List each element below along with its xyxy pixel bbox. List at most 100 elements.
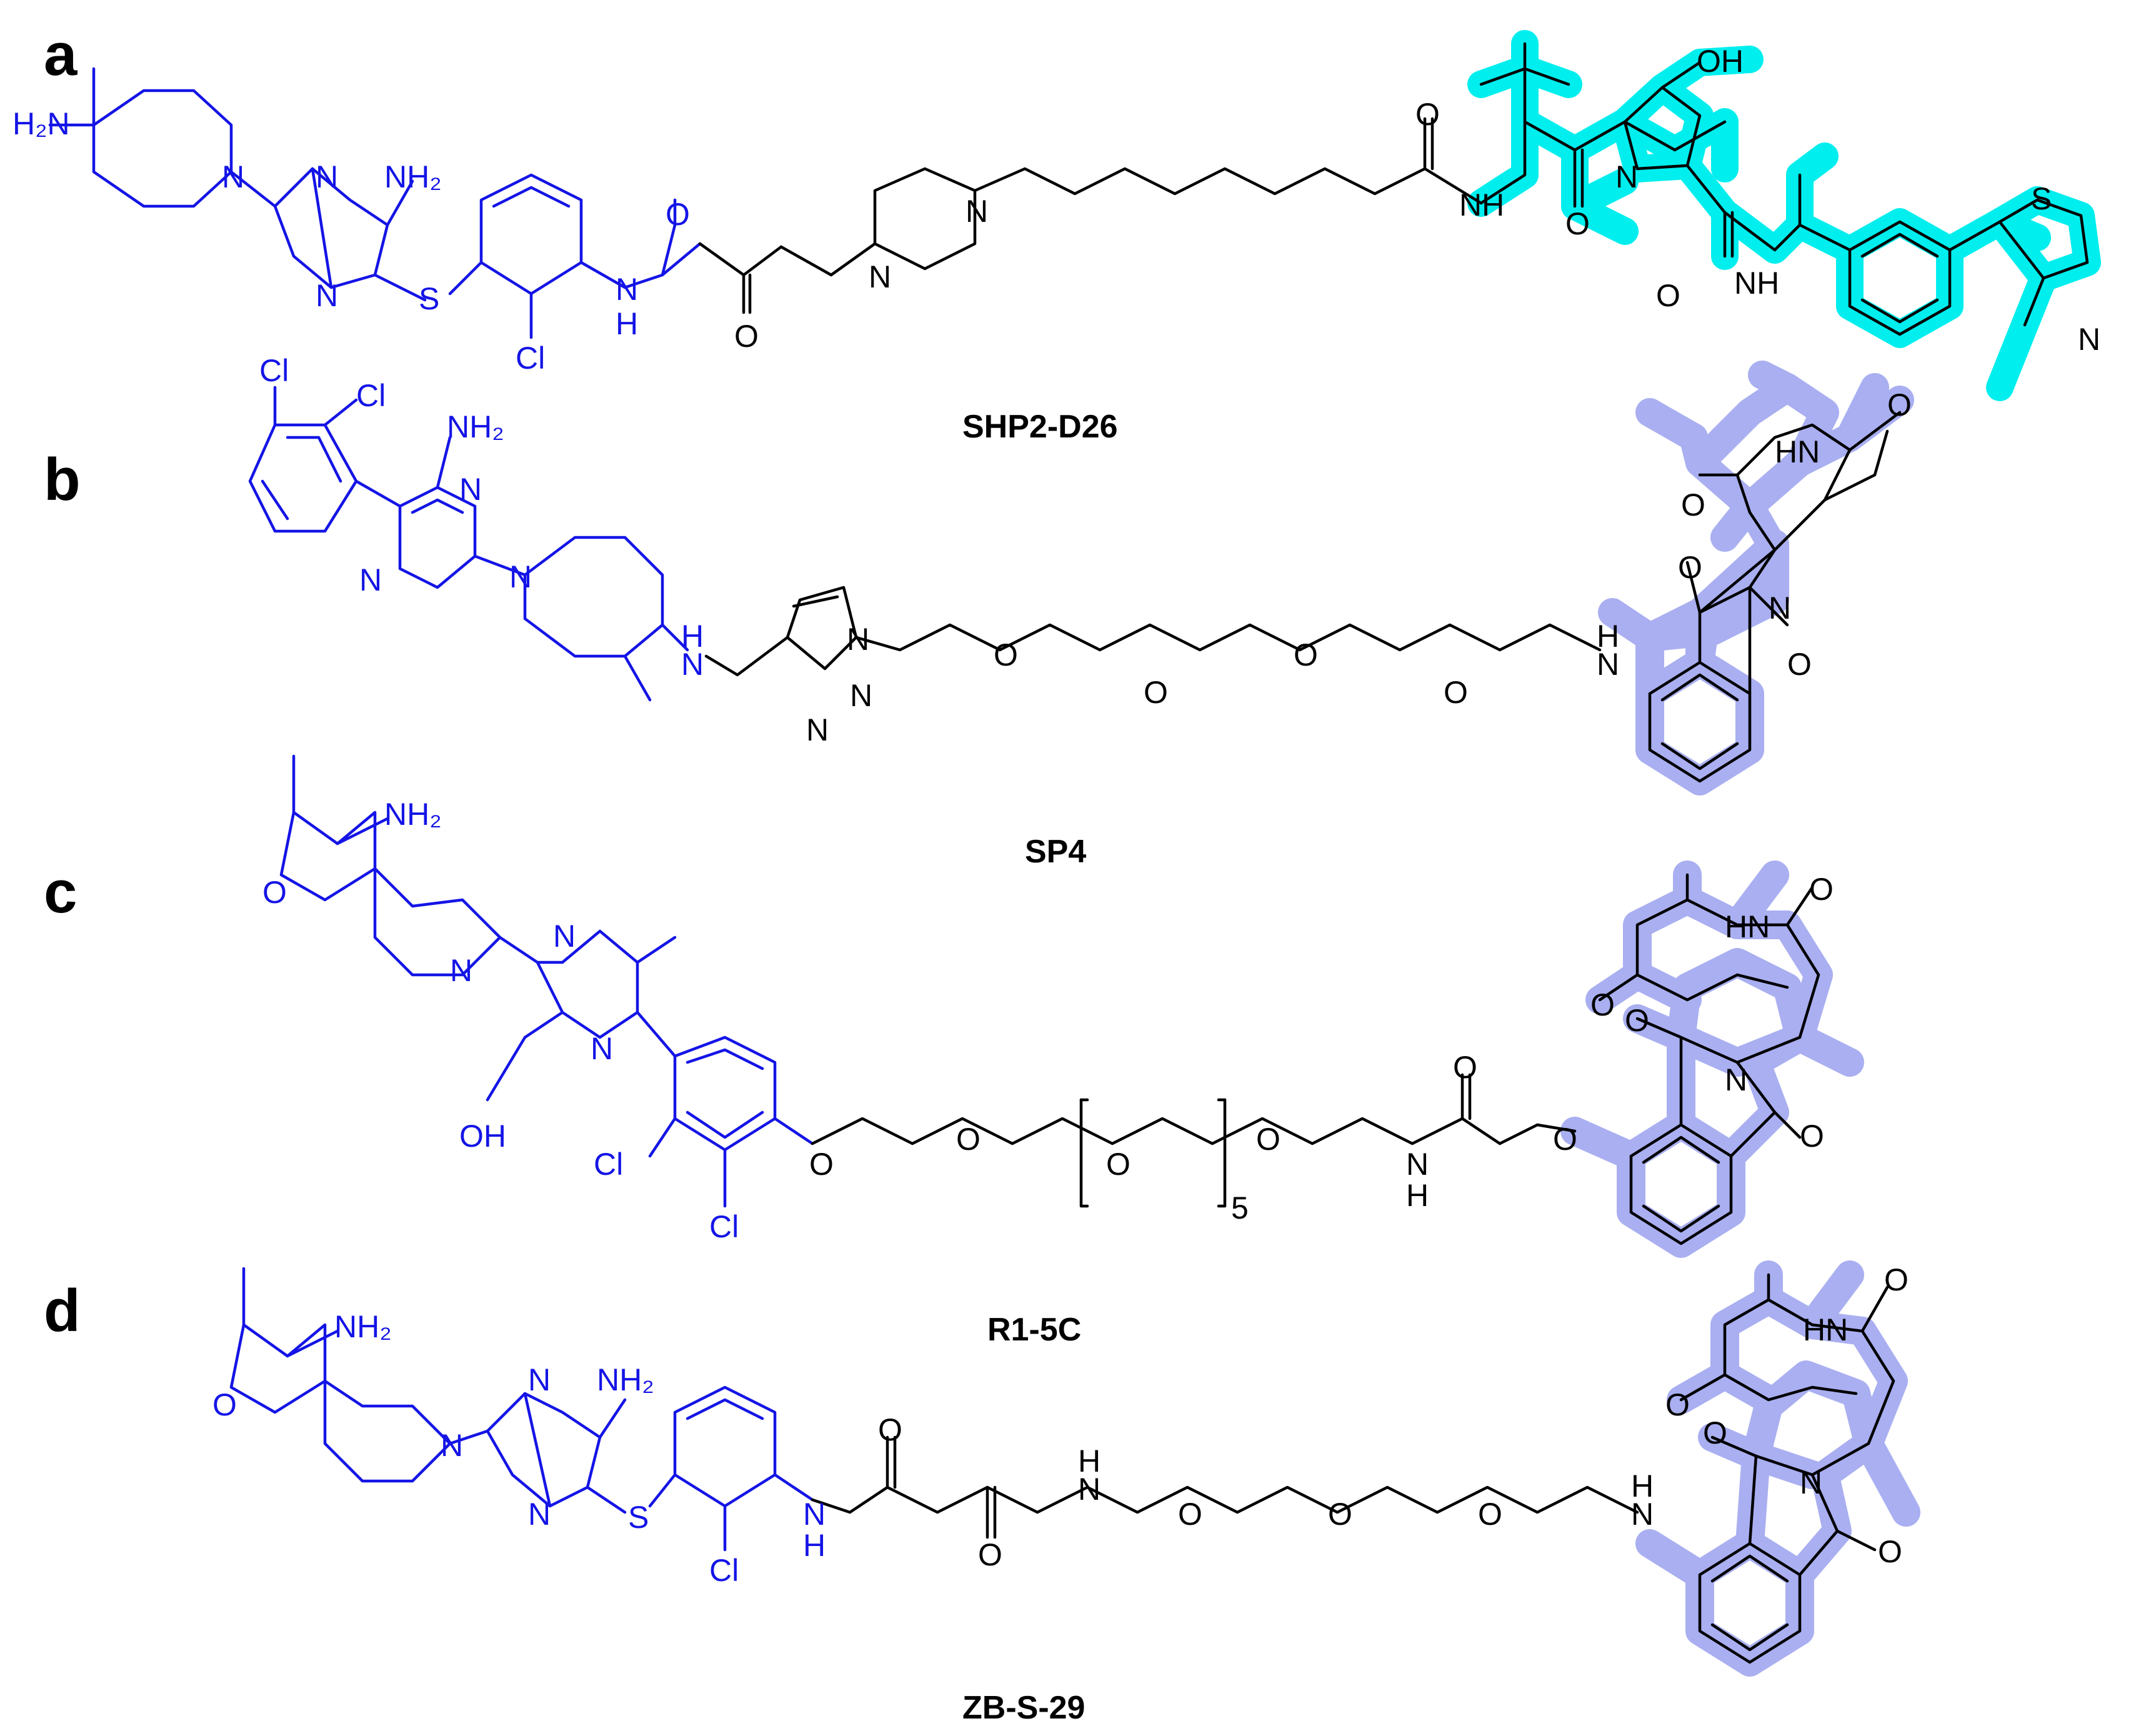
linker-bonds-d (811, 1435, 1639, 1539)
panel-letter-b: b (44, 446, 81, 513)
atom-label: O (1415, 97, 1440, 132)
crbn-ligand-bonds-b (1648, 411, 1902, 783)
atom-label: N (1769, 591, 1791, 626)
atom-label: O (878, 1412, 902, 1447)
atom-label: N (869, 259, 891, 294)
e3-ligand-highlights (1467, 30, 2101, 1677)
atom-label: S (419, 281, 439, 316)
atom-label: Cl (709, 1209, 739, 1244)
shp2-ligand-bonds-a (48, 67, 702, 339)
atom-label: O (1565, 206, 1590, 241)
atom-label: O (1681, 487, 1705, 522)
atom-label: NH (1459, 187, 1504, 222)
atom-label: N (803, 1497, 826, 1532)
atom-label: O (1294, 637, 1318, 672)
linker-bonds-c (811, 1073, 1577, 1208)
crbn-ligand-bonds-c (1598, 873, 1820, 1245)
atom-label: O (1787, 647, 1812, 682)
shp2-ligand-bonds-c (279, 754, 814, 1208)
atom-label: H₂N (12, 106, 70, 141)
vhl-ligand-bonds-a (1479, 42, 2089, 336)
atom-label: H (803, 1528, 826, 1563)
atom-label: O (1887, 387, 1912, 422)
atom-label: O (1800, 1119, 1824, 1154)
compound-name-a: SHP2-D26 (962, 409, 1118, 445)
atom-labels-c: NH₂ O N N N OH Cl Cl O O O O 5 N H O O H… (262, 797, 1834, 1244)
atom-label: N (806, 712, 829, 747)
atom-label: Cl (594, 1147, 623, 1182)
atom-label: N (1406, 1147, 1429, 1182)
atom-label: O (1256, 1122, 1280, 1157)
panel-letter-c: c (44, 859, 77, 925)
atom-label: O (1678, 550, 1702, 585)
atom-label: NH (1734, 266, 1779, 301)
atom-label: O (1884, 1262, 1909, 1297)
atom-label: H (681, 619, 704, 654)
atom-label: O (1656, 278, 1680, 313)
atom-label: N (1800, 1465, 1822, 1500)
atom-label: NH₂ (384, 159, 442, 194)
atom-label: O (1665, 1387, 1690, 1422)
atom-label: N (528, 1497, 551, 1532)
atom-label: O (956, 1122, 981, 1157)
atom-label: O (1553, 1122, 1577, 1157)
compound-name-c: R1-5C (987, 1312, 1081, 1348)
atom-label: HN (1803, 1312, 1848, 1347)
atom-label: O (1878, 1534, 1902, 1569)
linker-bonds-b (704, 586, 1602, 677)
atom-label: S (628, 1500, 649, 1535)
atom-label: N (1078, 1472, 1100, 1507)
atom-label: N (459, 472, 482, 507)
crbn-ligand-bonds-d (1679, 1273, 1895, 1664)
linker-bonds-a (698, 117, 1483, 314)
atom-label: NH₂ (447, 409, 504, 444)
atom-label: O (1453, 1050, 1477, 1085)
atom-label: O (1590, 987, 1615, 1022)
atom-label: N (2078, 322, 2100, 357)
atom-label: N (966, 194, 988, 229)
atom-label: Cl (516, 341, 545, 376)
atom-label: N (591, 1031, 613, 1066)
atom-labels-d: NH₂ O N N N NH₂ S Cl N H O O H N O O O H… (212, 1262, 1909, 1588)
atom-label: N (509, 559, 532, 594)
atom-label: N (616, 272, 638, 307)
atom-label: O (978, 1537, 1002, 1572)
molecular-bonds (48, 42, 2089, 1664)
atom-label: O (262, 875, 287, 910)
atom-label: O (809, 1147, 834, 1182)
atom-label: O (1106, 1147, 1130, 1182)
atom-label: OH (1697, 44, 1744, 79)
compound-name-d: ZB-S-29 (962, 1690, 1085, 1726)
atom-label: NH₂ (334, 1309, 392, 1344)
atom-label: N (681, 647, 704, 682)
atom-label: N (528, 1362, 551, 1397)
atom-label: N (316, 159, 338, 194)
panel-letter-d: d (44, 1277, 81, 1344)
atom-label: O (212, 1387, 237, 1422)
atom-label: N (1615, 159, 1638, 194)
atom-label: OH (459, 1119, 506, 1154)
atom-label: O (666, 197, 690, 232)
crbn-ligand-highlight-d (1635, 1260, 1920, 1677)
atom-label: HN (1725, 909, 1770, 944)
atom-label: O (1178, 1497, 1202, 1532)
atom-labels-a: H₂N N N N NH₂ S Cl N H O O N N O NH O N … (12, 44, 2100, 376)
atom-label: Cl (259, 353, 289, 388)
atom-label: O (1144, 675, 1168, 710)
atom-label: H (1631, 1469, 1654, 1504)
shp2-ligand-bonds-d (229, 1267, 814, 1552)
crbn-ligand-highlight-c (1560, 861, 1864, 1258)
atom-label: N (1631, 1497, 1654, 1532)
atom-label: N (359, 562, 382, 597)
atom-label: O (734, 319, 759, 354)
atom-label: O (1625, 1003, 1649, 1038)
atom-label: S (2031, 181, 2052, 216)
atom-label: NH₂ (384, 797, 442, 832)
atom-labels-b: Cl Cl NH₂ N N N H N N N N O O O O H N HN… (259, 353, 1912, 747)
shp2-ligand-bonds-b (248, 386, 689, 702)
atom-label: O (1328, 1497, 1352, 1532)
atom-label: 5 (1231, 1190, 1249, 1225)
atom-label: H (616, 306, 638, 341)
atom-label: H (1406, 1178, 1429, 1213)
